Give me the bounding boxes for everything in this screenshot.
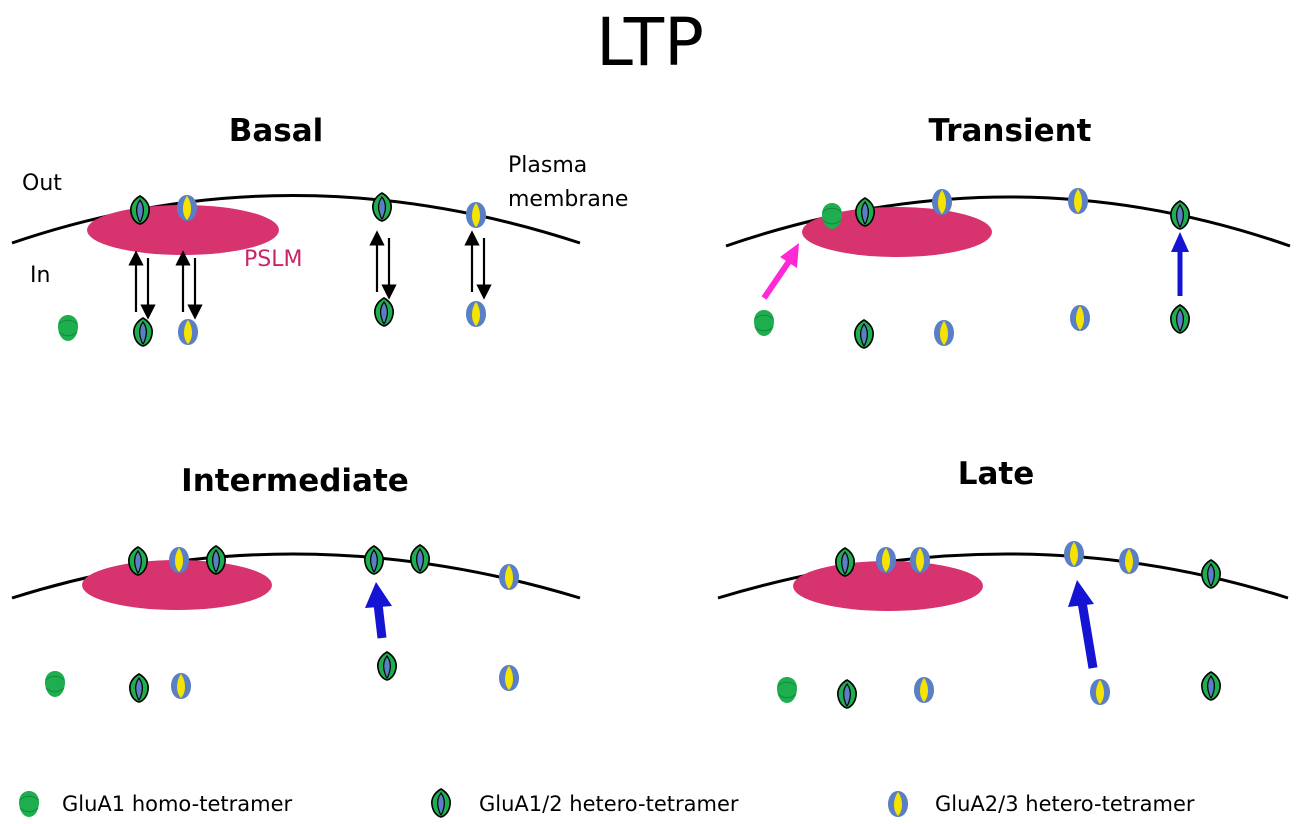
- glua1-2-receptor: [835, 547, 855, 577]
- pslm-domain: [82, 560, 272, 610]
- label-pslm: PSLM: [244, 247, 302, 272]
- glua1-2-receptor: [1201, 559, 1221, 589]
- glua1-2-receptor: [837, 679, 857, 709]
- glua2-3-receptor: [169, 547, 189, 573]
- glua2-3-receptor: [1119, 548, 1139, 574]
- glua1-2-hetero-tetramer-icon: [431, 788, 451, 818]
- blue-arrow: [365, 582, 392, 639]
- blue-arrow: [1068, 580, 1098, 669]
- glua2-3-receptor: [1064, 541, 1084, 567]
- panel-title-late: Late: [958, 456, 1035, 492]
- magenta-arrow: [761, 243, 799, 300]
- glua2-3-receptor: [178, 319, 198, 345]
- legend: GluA1 homo-tetramer GluA1/2 hetero-tetra…: [18, 788, 1195, 818]
- exchange-arrows: [128, 230, 492, 320]
- label-in: In: [30, 263, 50, 288]
- panel-transient: Transient: [725, 113, 1291, 349]
- panel-title-intermediate: Intermediate: [181, 463, 409, 499]
- label-plasma: Plasma: [508, 153, 587, 178]
- glua1-2-receptor: [377, 651, 397, 681]
- legend-label: GluA2/3 hetero-tetramer: [935, 792, 1195, 816]
- glua2-3-receptor: [876, 547, 896, 573]
- glua1-homo-receptor: [753, 309, 775, 337]
- plasma-membrane: [725, 195, 1291, 248]
- glua1-2-receptor: [372, 192, 392, 222]
- glua1-homo-receptor: [57, 314, 79, 342]
- legend-item: GluA2/3 hetero-tetramer: [888, 791, 1195, 817]
- glua2-3-receptor: [499, 665, 519, 691]
- panel-title-basal: Basal: [229, 113, 324, 149]
- label-out: Out: [22, 171, 62, 196]
- glua1-2-receptor: [206, 545, 226, 575]
- glua2-3-receptor: [1068, 188, 1088, 214]
- panel-basal: Basal Out In Plasma membrane PSLM: [11, 113, 628, 347]
- glua2-3-receptor: [466, 301, 486, 327]
- glua1-homo-receptor: [44, 670, 66, 698]
- glua2-3-receptor: [934, 320, 954, 346]
- glua2-3-receptor: [910, 547, 930, 573]
- label-membrane: membrane: [508, 187, 628, 212]
- panel-intermediate: Intermediate: [11, 463, 581, 703]
- glua2-3-receptor: [1090, 679, 1110, 705]
- glua2-3-receptor: [914, 677, 934, 703]
- glua1-homo-tetramer-icon: [18, 790, 40, 818]
- glua1-2-receptor: [364, 545, 384, 575]
- legend-label: GluA1 homo-tetramer: [62, 792, 293, 816]
- glua1-2-receptor: [128, 546, 148, 576]
- glua1-2-receptor: [129, 673, 149, 703]
- glua1-2-receptor: [130, 195, 150, 225]
- glua1-2-receptor: [855, 197, 875, 227]
- glua1-homo-receptor: [776, 676, 798, 704]
- pslm-domain: [802, 207, 992, 257]
- glua1-2-receptor: [410, 544, 430, 574]
- main-title: LTP: [596, 4, 704, 81]
- glua2-3-receptor: [499, 564, 519, 590]
- plasma-membrane: [11, 194, 581, 245]
- glua2-3-receptor: [177, 195, 197, 221]
- glua1-2-receptor: [1201, 671, 1221, 701]
- glua1-2-receptor: [374, 297, 394, 327]
- glua1-2-receptor: [1170, 200, 1190, 230]
- glua1-2-receptor: [133, 317, 153, 347]
- legend-item: GluA1/2 hetero-tetramer: [431, 788, 739, 818]
- glua2-3-hetero-tetramer-icon: [888, 791, 908, 817]
- glua1-2-receptor: [854, 319, 874, 349]
- blue-arrow: [1171, 232, 1189, 296]
- legend-item: GluA1 homo-tetramer: [18, 790, 293, 818]
- glua2-3-receptor: [1070, 305, 1090, 331]
- panel-title-transient: Transient: [928, 113, 1091, 149]
- glua1-2-receptor: [1170, 304, 1190, 334]
- glua2-3-receptor: [466, 202, 486, 228]
- glua2-3-receptor: [171, 673, 191, 699]
- legend-label: GluA1/2 hetero-tetramer: [479, 792, 739, 816]
- panel-late: Late: [717, 456, 1289, 709]
- glua2-3-receptor: [932, 189, 952, 215]
